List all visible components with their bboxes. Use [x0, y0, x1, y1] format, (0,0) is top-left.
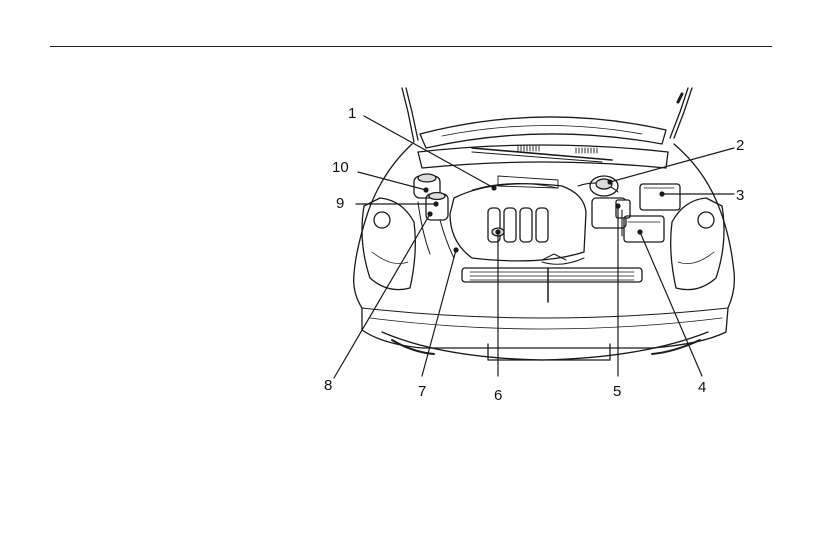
callout-number-2: 2 — [736, 138, 744, 153]
hood-underside — [420, 117, 666, 148]
callout-number-3: 3 — [736, 188, 744, 203]
callout-number-8: 8 — [324, 378, 332, 393]
callout-number-4: 4 — [698, 380, 706, 395]
cowl-vents — [518, 146, 597, 153]
engine-cover — [450, 176, 586, 261]
callout-leaders — [334, 116, 734, 378]
callout-number-7: 7 — [418, 384, 426, 399]
headlight-right — [671, 198, 724, 290]
headlight-left — [362, 198, 415, 290]
engine-bay-illustration — [322, 82, 750, 402]
header-rule — [50, 46, 772, 47]
front-bumper — [382, 332, 708, 360]
cowl-panel — [418, 145, 668, 168]
callout-number-6: 6 — [494, 388, 502, 403]
callout-number-9: 9 — [336, 196, 344, 211]
engine-bay-figure: 1 2 3 4 5 6 7 8 9 10 — [322, 82, 750, 402]
radiator-grille — [462, 268, 642, 302]
callout-number-5: 5 — [613, 384, 621, 399]
callout-number-1: 1 — [348, 106, 356, 121]
right-components — [590, 176, 680, 242]
callout-number-10: 10 — [332, 160, 349, 175]
left-reservoirs — [414, 174, 454, 258]
